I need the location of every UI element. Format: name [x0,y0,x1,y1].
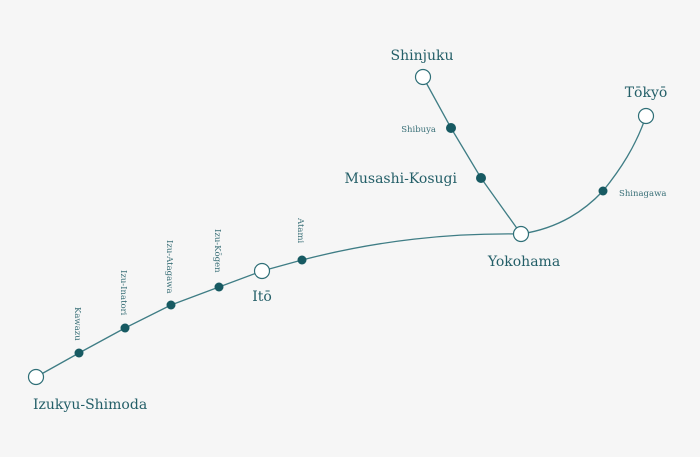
label-yokohama: Yokohama [487,254,560,270]
station-dot-musashi-kosugi[interactable] [476,173,486,183]
station-dot-izu-atagawa[interactable] [166,300,176,310]
label-musashi-kosugi: Musashi-Kosugi [345,171,458,187]
label-izukyu-shimoda: Izukyu-Shimoda [33,397,147,413]
terminal-dot-ito[interactable] [253,262,271,280]
label-izu-inatori: Izu-Inatori [118,270,128,316]
label-shinagawa: Shinagawa [619,189,666,199]
station-dot-izu-inatori[interactable] [120,323,130,333]
station-dot-izu-kogen[interactable] [214,282,224,292]
terminal-dot-yokohama[interactable] [512,225,530,243]
label-ito: Itō [252,289,272,305]
label-kawazu: Kawazu [72,307,82,341]
terminal-dot-shinjuku[interactable] [414,68,432,86]
route-line-tokyo [520,115,647,235]
station-dot-shinagawa[interactable] [598,186,608,196]
label-atami: Atami [295,217,305,244]
terminal-dot-tokyo[interactable] [637,107,655,125]
route-line-izu [35,233,522,378]
label-izu-kogen: Izu-Kōgen [212,229,222,273]
terminal-dot-izukyu-shimoda[interactable] [27,368,45,386]
label-shibuya: Shibuya [401,125,436,135]
station-dot-atami[interactable] [297,255,307,265]
label-izu-atagawa: Izu-Atagawa [164,240,174,294]
label-tokyo: Tōkyō [625,85,668,101]
route-line-shinjuku [422,76,522,235]
label-shinjuku: Shinjuku [391,48,454,64]
station-dot-kawazu[interactable] [74,348,84,358]
station-dot-shibuya[interactable] [446,123,456,133]
